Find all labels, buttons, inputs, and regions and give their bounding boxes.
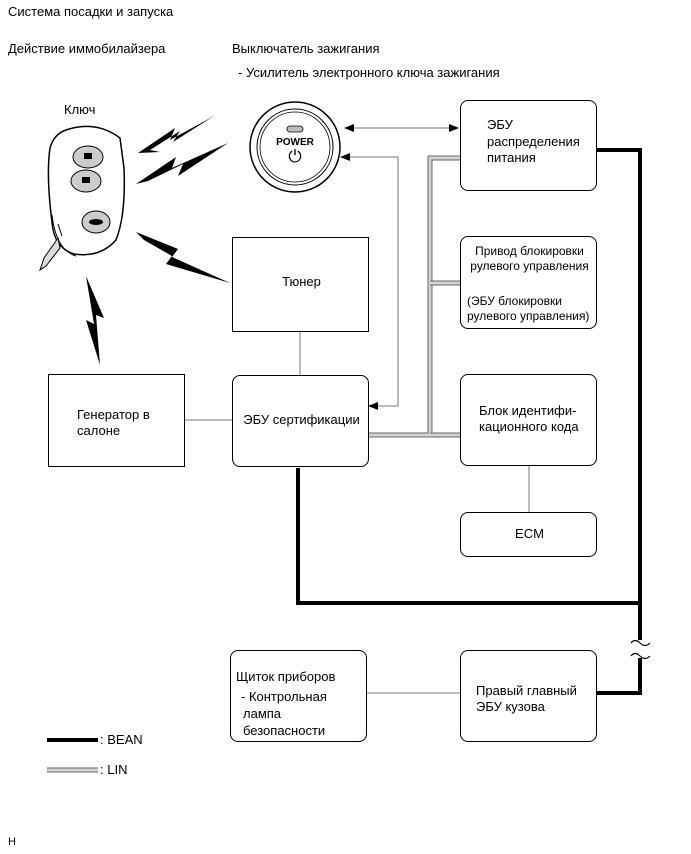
steering-lock-ecu-line2: рулевого управления) (467, 309, 590, 323)
steering-lock-line2: рулевого управления (470, 259, 589, 273)
bus-break-symbol (630, 639, 651, 660)
bean-bus-bottom (597, 658, 642, 695)
power-distribution-ecu-line2: распределения (487, 134, 580, 149)
id-code-line2: кационного кода (479, 419, 579, 434)
key-label: Ключ (64, 102, 96, 117)
power-distribution-ecu-line3: питания (487, 150, 536, 165)
ignition-switch-heading: Выключатель зажигания (232, 41, 380, 56)
steering-lock-box: Привод блокировки рулевого управления (Э… (460, 236, 597, 329)
lightning-bolt-icon (138, 116, 214, 153)
arrowheads (340, 124, 459, 410)
ecm-box: ECM (460, 512, 597, 557)
ecm-label: ECM (515, 526, 544, 541)
legend-lin-label: : LIN (100, 762, 128, 777)
body-ecu-line1: Правый главный (476, 683, 577, 698)
tuner-box: Тюнер (232, 237, 369, 332)
id-code-box: Блок идентифи- кационного кода (460, 374, 597, 466)
meter-line1: Щиток приборов (236, 669, 336, 684)
lightning-bolt-icon (136, 143, 228, 184)
ignition-amplifier-label: - Усилитель электронного ключа зажигания (238, 65, 500, 80)
lightning-bolt-icon (136, 232, 230, 283)
power-symbol-icon: ⏻ (288, 147, 302, 166)
lightning-bolt-icon (86, 276, 104, 365)
meter-line4: безопасности (243, 723, 326, 738)
footer-mark: H (8, 836, 16, 848)
id-code-line1: Блок идентифи- (479, 403, 577, 418)
radio-signal-bolts (86, 116, 230, 365)
body-ecu-line2: ЭБУ кузова (476, 699, 545, 714)
instrument-cluster-box: Щиток приборов - Контрольная лампа безоп… (230, 650, 367, 742)
bean-bus-lower (296, 468, 640, 605)
immobilizer-heading: Действие иммобилайзера (8, 41, 166, 56)
steering-lock-ecu-line1: (ЭБУ блокировки (467, 294, 562, 308)
generator-line2: салоне (77, 423, 121, 438)
interior-generator-box: Генератор в салоне (48, 374, 185, 467)
steering-lock-line1: Привод блокировки (475, 244, 584, 258)
diagram-title: Система посадки и запуска (8, 4, 174, 19)
key-fob-icon (39, 125, 126, 272)
power-distribution-ecu-box: ЭБУ распределения питания (460, 100, 597, 191)
power-button-label: POWER (276, 137, 314, 148)
body-ecu-box: Правый главный ЭБУ кузова (460, 650, 597, 742)
lin-bus (369, 155, 460, 438)
meter-line3: лампа (243, 706, 282, 721)
certification-ecu-label: ЭБУ сертификации (243, 412, 360, 427)
tuner-label: Тюнер (282, 274, 321, 289)
thin-connections (185, 127, 530, 694)
certification-ecu-box: ЭБУ сертификации (232, 375, 369, 467)
meter-line2: - Контрольная (241, 689, 327, 704)
power-distribution-ecu-line1: ЭБУ (487, 117, 513, 132)
generator-line1: Генератор в (77, 407, 150, 422)
bean-bus (597, 148, 642, 640)
legend-bean-label: : BEAN (100, 732, 143, 747)
power-button-icon (249, 101, 341, 193)
